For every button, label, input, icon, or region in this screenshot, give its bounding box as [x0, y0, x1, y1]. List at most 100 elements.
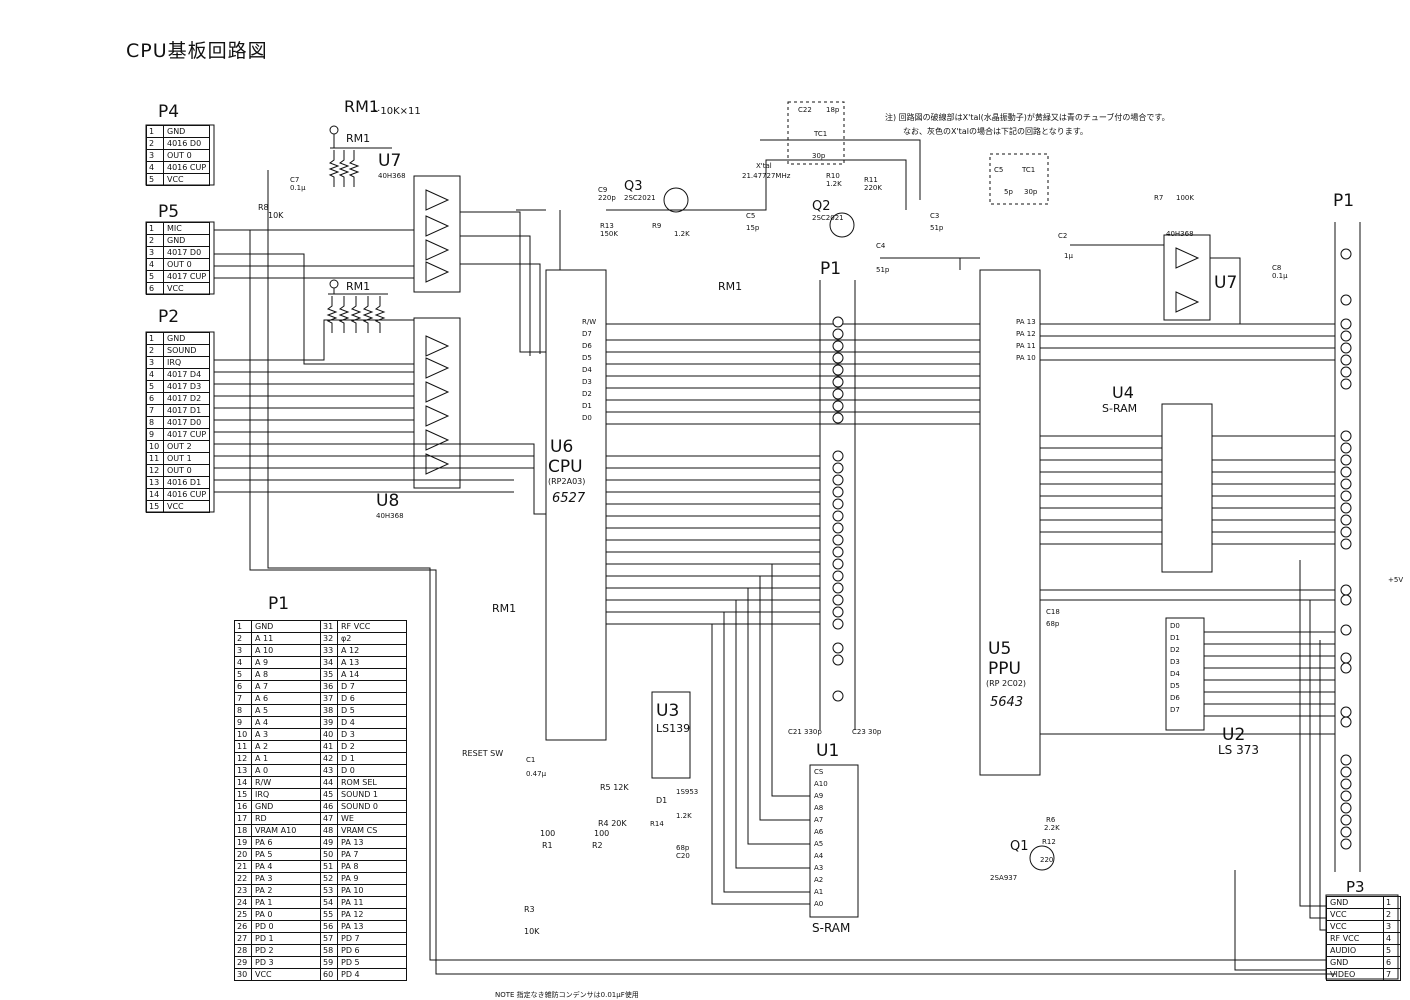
- c2-value: 1μ: [1064, 252, 1073, 260]
- p1-pin-number: 30: [234, 968, 252, 981]
- p1-pin-signal: A 2: [251, 740, 321, 753]
- p1-pin-signal: VRAM A10: [251, 824, 321, 837]
- p1-pin-signal: PA 3: [251, 872, 321, 885]
- p1-pin-signal: A 9: [251, 656, 321, 669]
- p2-pin: 4017 D1: [162, 404, 211, 417]
- p4-pin: 4016 D0: [162, 137, 211, 150]
- q3-ref: Q3: [624, 179, 643, 194]
- c5b-ref: C5: [994, 166, 1003, 174]
- p1-pin-signal: A 8: [251, 668, 321, 681]
- p1-pin-number: 23: [234, 884, 252, 897]
- c4-value: 51p: [876, 266, 890, 274]
- p1-pin-signal: WE: [337, 812, 407, 825]
- p1-pin-signal: A 14: [337, 668, 407, 681]
- r5-label: R5 12K: [600, 783, 629, 792]
- xtal-label: X'tal: [756, 162, 772, 170]
- p5-pin: MIC: [162, 222, 211, 235]
- u2-pin-label: D3: [1170, 658, 1180, 666]
- p1-pin-signal: A 3: [251, 728, 321, 741]
- rm1-spec: ··10K×11: [374, 106, 421, 117]
- p1-pin-number: 35: [320, 668, 338, 681]
- p1-pin-number: 32: [320, 632, 338, 645]
- u2-pin-label: D2: [1170, 646, 1180, 654]
- c18-ref: C18: [1046, 608, 1060, 616]
- p1-pin-signal: PA 0: [251, 908, 321, 921]
- p1-pin-signal: A 12: [337, 644, 407, 657]
- c5-value: 15p: [746, 224, 760, 232]
- p1-pin-signal: PA 5: [251, 848, 321, 861]
- p1-pin-signal: PD 5: [337, 956, 407, 969]
- r13-ref: R13: [600, 222, 614, 230]
- p1-pin-signal: IRQ: [251, 788, 321, 801]
- u1-pin-label: A5: [814, 840, 824, 848]
- p1-pin-number: 11: [234, 740, 252, 753]
- r11-ref: R11: [864, 176, 878, 184]
- p1-pin-number: 37: [320, 692, 338, 705]
- r14-ref: R14: [650, 820, 664, 828]
- p1-pin-number: 16: [234, 800, 252, 813]
- r7-value: 100K: [1176, 194, 1194, 202]
- p2-pin: OUT 2: [162, 440, 211, 453]
- p4-label: P4: [158, 102, 179, 122]
- p1-pin-signal: D 5: [337, 704, 407, 717]
- r4-label: R4 20K: [598, 819, 627, 828]
- c20-ref: C20: [676, 852, 690, 860]
- p1-pin-signal: GND: [251, 800, 321, 813]
- u8-ref: U8: [376, 491, 399, 511]
- u1-pin-label: A2: [814, 876, 824, 884]
- u5-part: (RP 2C02): [986, 679, 1026, 688]
- u2-pin-label: D1: [1170, 634, 1180, 642]
- p1-pin-signal: D 0: [337, 764, 407, 777]
- r9-ref: R9: [652, 222, 661, 230]
- p1-pin-number: 24: [234, 896, 252, 909]
- u1-ref: U1: [816, 741, 839, 761]
- p1-pin-number: 14: [234, 776, 252, 789]
- tc1-ref: TC1: [813, 130, 827, 138]
- tc1b-ref: TC1: [1021, 166, 1035, 174]
- p1-pin-number: 19: [234, 836, 252, 849]
- p1-pin-number: 49: [320, 836, 338, 849]
- r8-ref: R8: [258, 203, 269, 212]
- xtal-freq: 21.47727MHz: [742, 172, 791, 180]
- p1-header-pins: [832, 316, 844, 702]
- q3-part: 2SC2021: [624, 194, 656, 202]
- r3-value: 10K: [524, 927, 540, 936]
- p1-pin-signal: A 10: [251, 644, 321, 657]
- p1-pin-number: 43: [320, 764, 338, 777]
- u1-pin-label: A1: [814, 888, 824, 896]
- u6-ref: U6: [550, 437, 573, 457]
- u7-part: 40H368: [378, 172, 406, 180]
- p3-pin: VIDEO: [1326, 968, 1384, 981]
- rm1-label-d: RM1: [492, 602, 516, 615]
- r7-ref: R7: [1154, 194, 1163, 202]
- r14-value: 1.2K: [676, 812, 692, 820]
- p1-pin-signal: D 2: [337, 740, 407, 753]
- p1-pin-number: 3: [234, 644, 252, 657]
- c2-ref: C2: [1058, 232, 1067, 240]
- u7b-part: 40H368: [1166, 230, 1194, 238]
- p2-pin: SOUND: [162, 344, 211, 357]
- u6-pin-label: R/W: [582, 318, 597, 326]
- p1-table-title: P1: [268, 594, 290, 614]
- p1-pin-signal: PA 2: [251, 884, 321, 897]
- c1-ref: C1: [526, 756, 535, 764]
- u7b-ref: U7: [1214, 273, 1237, 293]
- tc1b-value: 30p: [1024, 188, 1038, 196]
- u6-part: (RP2A03): [548, 477, 585, 486]
- p2-pin: 4017 D0: [162, 416, 211, 429]
- p1-pin-number: 55: [320, 908, 338, 921]
- p3-pin: GND: [1326, 896, 1384, 909]
- p1-pin-signal: PD 2: [251, 944, 321, 957]
- r3-ref: R3: [524, 905, 535, 914]
